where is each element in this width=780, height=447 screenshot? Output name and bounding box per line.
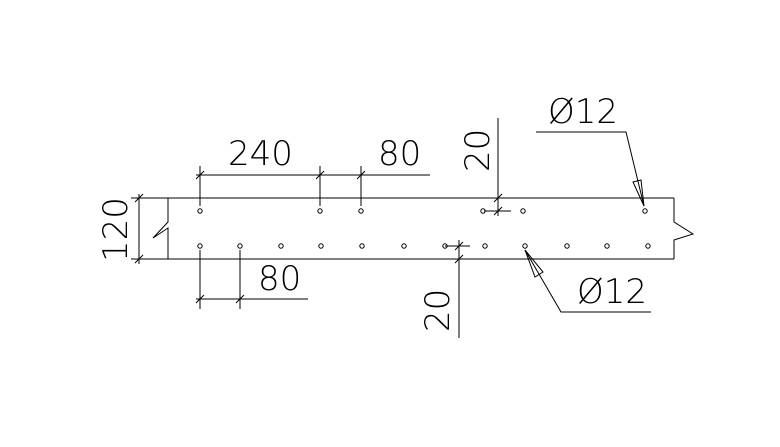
dim-bottom-spacing: 80	[258, 259, 301, 299]
slab-outline	[152, 197, 695, 260]
bottom-rebar-row	[197, 243, 651, 249]
dim-slab-thickness: 120	[96, 197, 136, 262]
bottom-dimension	[195, 250, 308, 309]
bottom-rebar-leader	[524, 249, 651, 313]
dim-bottom-cover: 20	[418, 289, 458, 332]
label-bottom-rebar: Ø12	[577, 272, 647, 312]
bottom-cover-dimension	[445, 240, 470, 338]
top-rebar-row	[197, 208, 648, 214]
dim-top-cover: 20	[458, 129, 498, 172]
dim-top-span: 240	[228, 134, 293, 174]
top-cover-dimension	[484, 118, 511, 216]
top-dimension	[195, 166, 430, 206]
top-rebar-leader	[536, 131, 645, 207]
label-top-rebar: Ø12	[548, 92, 618, 132]
dim-top-spacing: 80	[378, 134, 421, 174]
thickness-dimension	[131, 193, 168, 264]
